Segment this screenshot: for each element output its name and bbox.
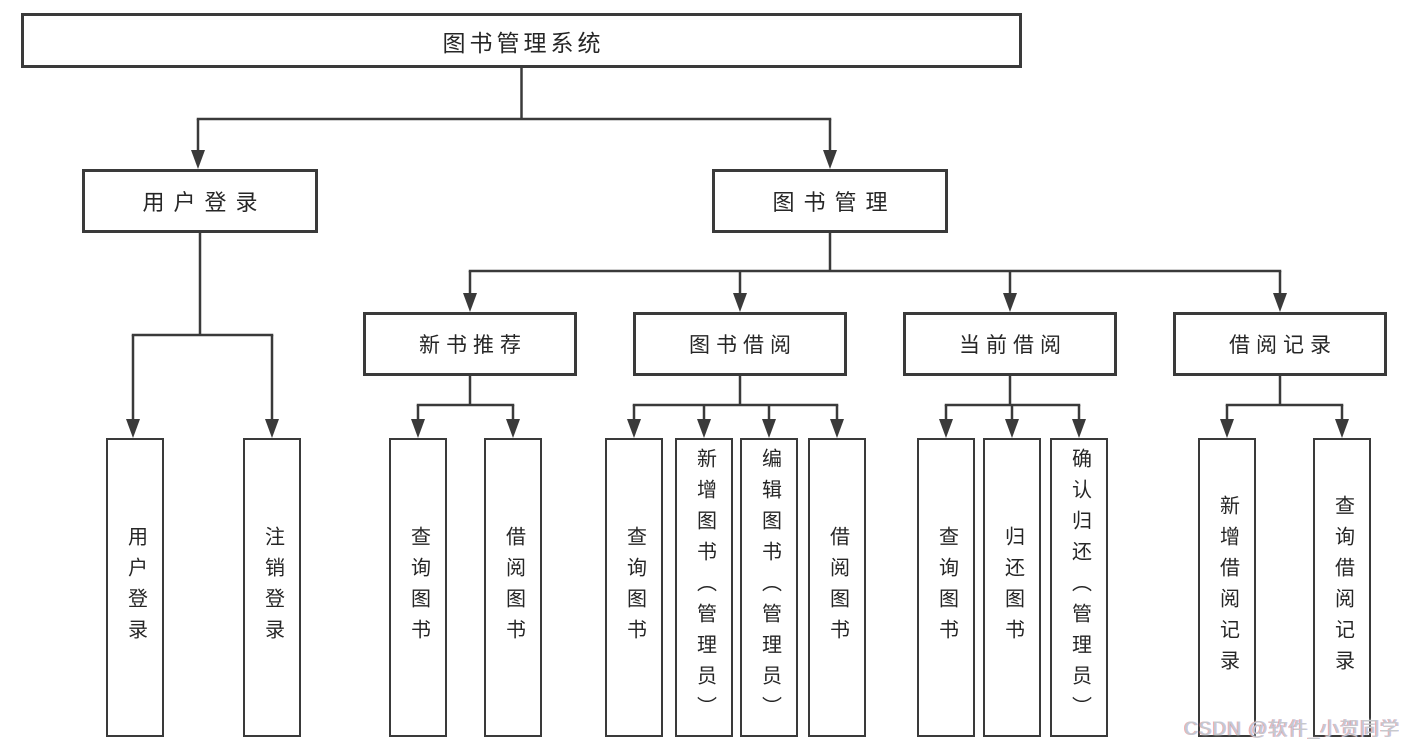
node-borrowing-records: 借阅记录 (1173, 312, 1387, 376)
leaf-query-books-current: 查询图书 (917, 438, 975, 737)
leaf-borrow-books: 借阅图书 (808, 438, 866, 737)
csdn-watermark: CSDN @软件_小贺同学 (1184, 719, 1400, 740)
leaf-user-login: 用户登录 (106, 438, 164, 737)
leaf-label: 借阅图书 (502, 525, 525, 650)
node-user-login: 用户登录 (82, 169, 318, 233)
leaf-return-books: 归还图书 (983, 438, 1041, 737)
node-book-borrowing: 图书借阅 (633, 312, 847, 376)
leaf-label: 编辑图书（管理员） (758, 448, 781, 727)
leaf-edit-books-admin: 编辑图书（管理员） (740, 438, 798, 737)
leaf-add-books-admin: 新增图书（管理员） (675, 438, 733, 737)
leaf-borrow-books-recommend: 借阅图书 (484, 438, 542, 737)
node-current-borrowing: 当前借阅 (903, 312, 1117, 376)
leaf-label: 新增图书（管理员） (693, 448, 716, 727)
leaf-confirm-return-admin: 确认归还（管理员） (1050, 438, 1108, 737)
leaf-label: 归还图书 (1001, 525, 1024, 650)
leaf-label: 查询图书 (935, 525, 958, 650)
arrowheads (126, 150, 1349, 438)
leaf-query-books-borrowing: 查询图书 (605, 438, 663, 737)
leaf-label: 确认归还（管理员） (1068, 448, 1091, 727)
node-book-management: 图书管理 (712, 169, 948, 233)
node-new-book-recommendation: 新书推荐 (363, 312, 577, 376)
leaf-add-borrow-record: 新增借阅记录 (1198, 438, 1256, 737)
leaf-label: 查询图书 (407, 525, 430, 650)
leaf-logout: 注销登录 (243, 438, 301, 737)
leaf-label: 借阅图书 (826, 525, 849, 650)
leaf-label: 新增借阅记录 (1216, 494, 1239, 681)
node-library-management-system: 图书管理系统 (21, 13, 1022, 68)
leaf-query-borrow-record: 查询借阅记录 (1313, 438, 1371, 737)
leaf-query-books-recommend: 查询图书 (389, 438, 447, 737)
leaf-label: 查询借阅记录 (1331, 494, 1354, 681)
leaf-label: 查询图书 (623, 525, 646, 650)
leaf-label: 注销登录 (261, 525, 284, 650)
leaf-label: 用户登录 (124, 525, 147, 650)
